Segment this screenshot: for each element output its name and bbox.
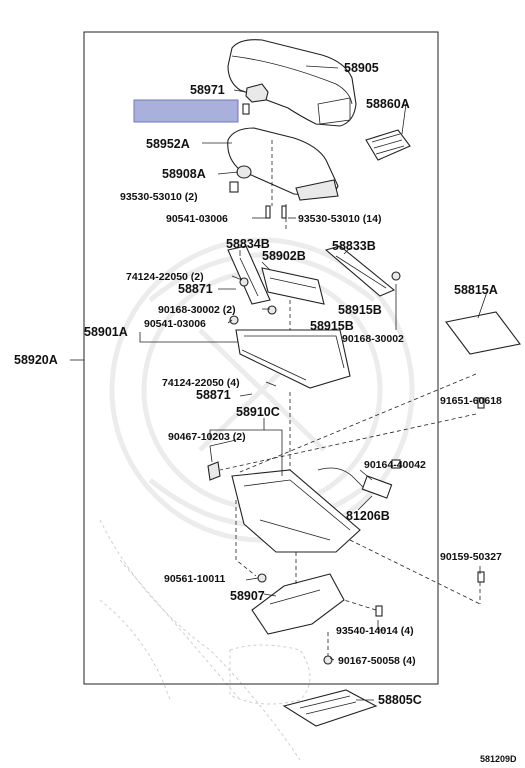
tray-58952a[interactable] [227,127,339,201]
callout-90168-30002[interactable]: 90168-30002 [342,333,404,345]
callout-58834b[interactable]: 58834B [226,237,270,251]
box-58901a[interactable] [235,329,351,389]
callout-58908a[interactable]: 58908A [162,167,206,181]
plate-58815a[interactable] [445,311,521,355]
callout-58907[interactable]: 58907 [230,589,265,603]
console-ghost-outline [99,519,311,761]
screw-set-upper [265,205,287,219]
callout-58971[interactable]: 58971 [190,83,225,97]
callout-58805c[interactable]: 58805C [378,693,422,707]
callout-90541-03006-lower[interactable]: 90541-03006 [144,318,206,330]
callout-74124-22050-4[interactable]: 74124-22050 (4) [162,377,240,389]
callout-58833b[interactable]: 58833B [332,239,376,253]
leader-lines [70,65,489,701]
callout-74124-22050-2[interactable]: 74124-22050 (2) [126,271,204,283]
callout-93530-53010-14[interactable]: 93530-53010 (14) [298,213,381,225]
callout-90168-30002-2[interactable]: 90168-30002 (2) [158,304,236,316]
latch-58971[interactable] [242,83,269,115]
callout-58920a[interactable]: 58920A [14,353,58,367]
callout-90561-10011[interactable]: 90561-10011 [164,573,225,585]
callout-90164-40042[interactable]: 90164-40042 [364,459,426,471]
callout-58871-lower[interactable]: 58871 [196,388,231,402]
callout-58901a[interactable]: 58901A [84,325,128,339]
assembly-frame [83,31,439,685]
callout-93530-53010-2[interactable]: 93530-53010 (2) [120,191,198,203]
bracket-58907[interactable] [251,573,345,635]
callout-91651-60618[interactable]: 91651-60618 [440,395,502,407]
vent-58860a[interactable] [365,129,411,161]
callout-81206b[interactable]: 81206B [346,509,390,523]
hinge-90467 [207,461,221,481]
box-58910c[interactable] [231,469,361,553]
callout-90159-50327[interactable]: 90159-50327 [440,551,502,563]
callout-58815a[interactable]: 58815A [454,283,498,297]
callout-58871-upper[interactable]: 58871 [178,282,213,296]
highlight-selection-box[interactable] [133,99,239,123]
callout-58905[interactable]: 58905 [344,61,379,75]
knob-58908a[interactable] [236,165,252,179]
clip-58871-upper [229,271,401,325]
callout-90541-03006-upper[interactable]: 90541-03006 [166,213,228,225]
callout-58860a[interactable]: 58860A [366,97,410,111]
callout-58915b-right[interactable]: 58915B [338,303,382,317]
bracket-58902b[interactable] [261,267,325,305]
diagram-code: 581209D [480,754,517,764]
bracket-58833b[interactable] [324,245,396,297]
callout-58910c[interactable]: 58910C [236,405,280,419]
callout-90167-50058-4[interactable]: 90167-50058 (4) [338,655,416,667]
lamp-81206b[interactable] [317,467,393,499]
callout-58915b-left[interactable]: 58915B [310,319,354,333]
mat-58805c[interactable] [282,689,378,727]
callout-90467-10203-2[interactable]: 90467-10203 (2) [168,431,246,443]
assembly-dash-lines [219,140,481,656]
callout-labels: 58905 58971 58860A 58952A 58908A 93530-5… [14,61,517,764]
callout-58902b[interactable]: 58902B [262,249,306,263]
armrest-lid-58905[interactable] [227,39,357,127]
callout-58952a[interactable]: 58952A [146,137,190,151]
callout-93540-14014-4[interactable]: 93540-14014 (4) [336,625,414,637]
